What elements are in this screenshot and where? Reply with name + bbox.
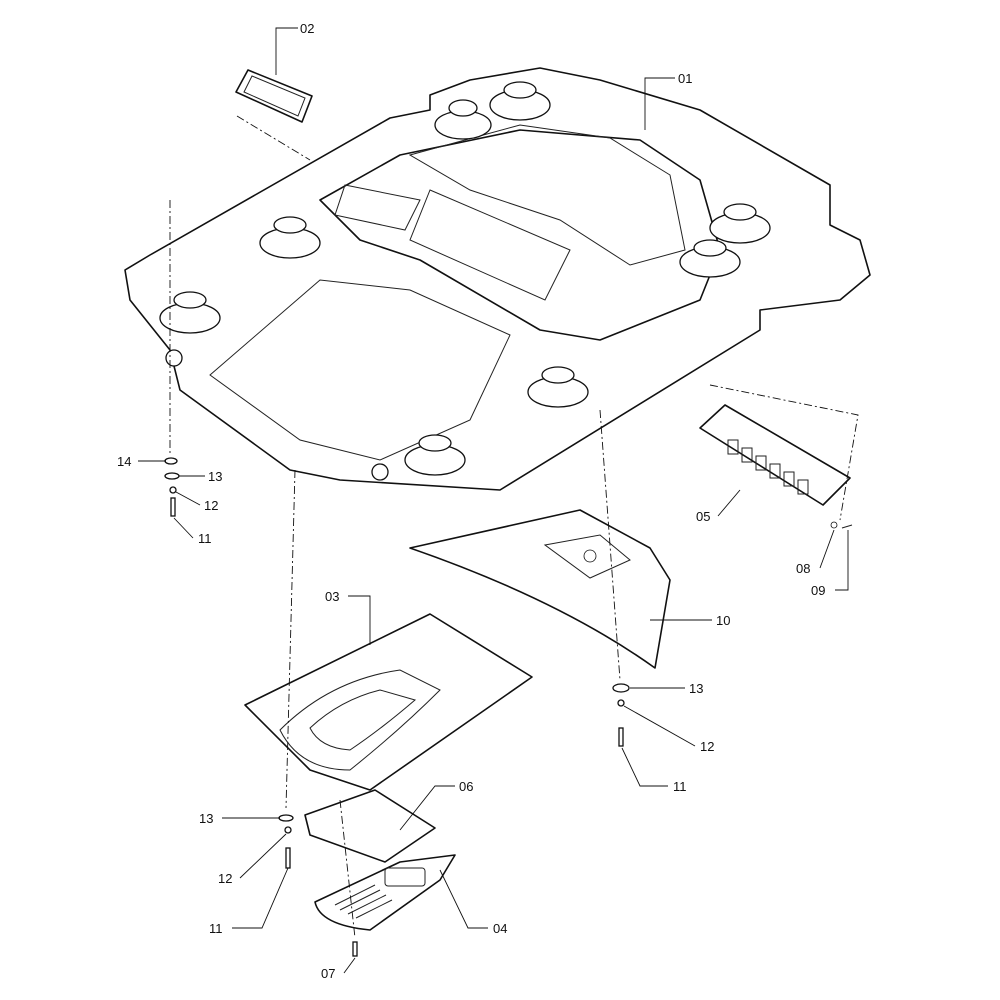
callout-11: 11: [673, 779, 687, 794]
callout-08: 08: [796, 561, 810, 576]
callout-11: 11: [209, 921, 223, 936]
switch-row: [727, 439, 809, 495]
callout-labels: 02 01 05 14 13 12 11 08 09 10 03 13 12 1…: [117, 21, 825, 981]
part-02-plate: [235, 69, 313, 123]
part-01-roof: [124, 67, 871, 491]
part-06-sheet: [304, 789, 436, 863]
alignment-lines: [169, 115, 859, 939]
callout-07: 07: [321, 966, 335, 981]
callout-09: 09: [811, 583, 825, 598]
vent-bosses: [159, 81, 771, 481]
callout-13: 13: [689, 681, 703, 696]
callout-01: 01: [678, 71, 692, 86]
fasteners: [164, 457, 630, 957]
callout-12: 12: [218, 871, 232, 886]
leader-lines: [138, 27, 849, 974]
callout-03: 03: [325, 589, 339, 604]
part-03-headliner: [244, 613, 533, 791]
callout-06: 06: [459, 779, 473, 794]
callout-04: 04: [493, 921, 507, 936]
part-10-panel: [409, 509, 671, 669]
callout-14: 14: [117, 454, 131, 469]
callout-13: 13: [208, 469, 222, 484]
callout-10: 10: [716, 613, 730, 628]
part-05-switch-panel: [699, 404, 853, 529]
callout-05: 05: [696, 509, 710, 524]
part-04-grille: [314, 854, 456, 931]
callout-12: 12: [204, 498, 218, 513]
callout-02: 02: [300, 21, 314, 36]
callout-11: 11: [198, 531, 212, 546]
callout-13: 13: [199, 811, 213, 826]
callout-12: 12: [700, 739, 714, 754]
